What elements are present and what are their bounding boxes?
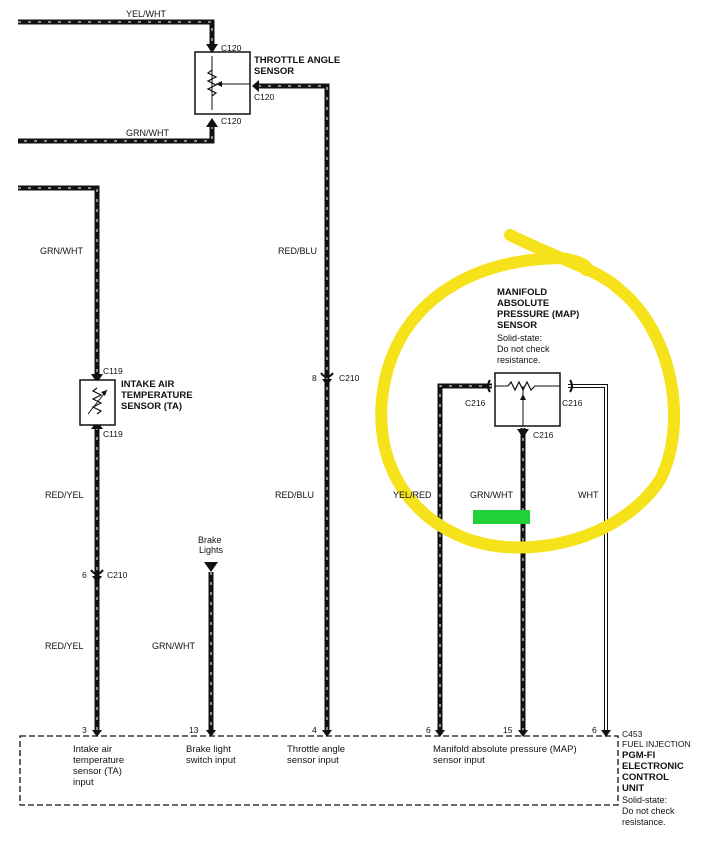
label-yel-wht: YEL/WHT: [126, 9, 167, 19]
connector-labels: C120 C120 C120 C119 C119 C210 C210 C216 …: [103, 43, 643, 739]
pin-ecu-15: 15: [503, 725, 513, 735]
component-labels: THROTTLE ANGLE SENSOR INTAKE AIR TEMPERA…: [121, 55, 582, 555]
ecu-title: PGM-FI ELECTRONIC CONTROL UNIT: [622, 750, 686, 794]
iat-label: INTAKE AIR TEMPERATURE SENSOR (TA): [121, 379, 195, 412]
conn-c120-mid: C120: [254, 92, 275, 102]
label-red-yel-lower: RED/YEL: [45, 641, 84, 651]
conn-c216-bot: C216: [533, 430, 554, 440]
map-sensor: [494, 372, 561, 427]
conn-c210-left: C210: [107, 570, 128, 580]
ecu-input-map: Manifold absolute pressure (MAP) sensor …: [433, 744, 579, 766]
label-yel-red: YEL/RED: [393, 490, 432, 500]
pin-ecu-6a: 6: [426, 725, 431, 735]
label-red-blu-upper: RED/BLU: [278, 246, 317, 256]
pin-ta-c210: 6: [82, 570, 87, 580]
tps-label: THROTTLE ANGLE SENSOR: [254, 55, 343, 77]
ecu-note: Solid-state: Do not check resistance.: [622, 795, 677, 827]
label-red-blu-lower: RED/BLU: [275, 490, 314, 500]
conn-c120-bot: C120: [221, 116, 242, 126]
wire-grn-wht-iat: [18, 185, 100, 380]
pin-ecu-13: 13: [189, 725, 199, 735]
conn-c119-bot: C119: [103, 429, 123, 439]
wire-yel-wht: [18, 19, 215, 50]
label-wht: WHT: [578, 490, 599, 500]
label-grn-wht-left: GRN/WHT: [40, 246, 83, 256]
conn-c216-right: C216: [562, 398, 583, 408]
yellow-circle-annotation: [375, 229, 681, 554]
ecu-header: FUEL INJECTION: [622, 739, 691, 749]
label-red-yel-upper: RED/YEL: [45, 490, 84, 500]
map-note: Solid-state: Do not check resistance.: [497, 333, 552, 365]
label-grn-wht-map: GRN/WHT: [470, 490, 513, 500]
green-highlight-mark: [473, 510, 530, 524]
throttle-angle-sensor: [194, 51, 251, 115]
pin-tps-c210: 8: [312, 373, 317, 383]
ecu-input-tps: Throttle angle sensor input: [287, 744, 348, 766]
pin-ecu-3: 3: [82, 725, 87, 735]
conn-c120-top: C120: [221, 43, 242, 53]
pin-numbers: 6 8 3 13 4 6 15 6: [82, 373, 597, 735]
pin-ecu-4: 4: [312, 725, 317, 735]
map-label: MANIFOLD ABSOLUTE PRESSURE (MAP) SENSOR: [497, 287, 582, 331]
ecu-input-brake: Brake light switch input: [186, 744, 236, 766]
conn-c119-top: C119: [103, 366, 123, 376]
wire-labels: YEL/WHT GRN/WHT GRN/WHT RED/BLU RED/YEL …: [40, 9, 599, 651]
wire-grn-wht-tps: [18, 126, 215, 144]
brake-lights-label: Brake Lights: [198, 535, 224, 555]
ecu-title-block: FUEL INJECTION PGM-FI ELECTRONIC CONTROL…: [622, 739, 691, 827]
conn-c210-right: C210: [339, 373, 360, 383]
conn-c453: C453: [622, 729, 643, 739]
ecu-input-ta: Intake air temperature sensor (TA) input: [73, 744, 127, 788]
intake-air-temperature-sensor: [79, 379, 116, 426]
pin-ecu-6b: 6: [592, 725, 597, 735]
conn-c216-left: C216: [465, 398, 486, 408]
label-grn-wht-brake: GRN/WHT: [152, 641, 195, 651]
ecu-input-labels: Intake air temperature sensor (TA) input…: [73, 744, 579, 788]
wire-wht: [568, 384, 608, 732]
wire-red-blu: [258, 83, 330, 732]
label-grn-wht-top: GRN/WHT: [126, 128, 169, 138]
ecu-outline: [19, 735, 619, 806]
connector-symbols: [90, 44, 611, 737]
wire-yel-red: [437, 383, 492, 732]
